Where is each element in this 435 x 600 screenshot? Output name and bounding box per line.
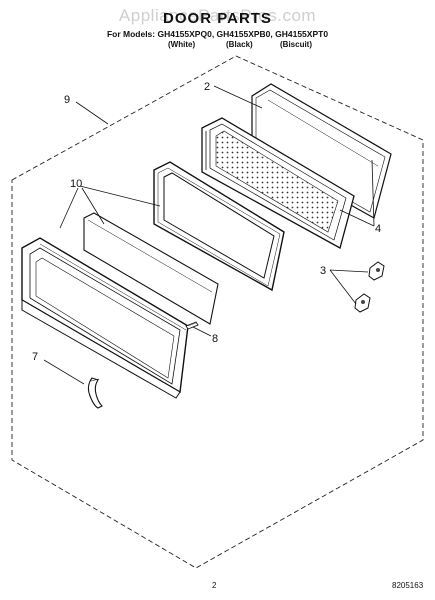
document-number: 8205163	[392, 581, 424, 590]
color-black-label: (Black)	[226, 40, 253, 49]
callout-7: 7	[32, 351, 38, 363]
color-biscuit-label: (Biscuit)	[280, 40, 312, 49]
callout-8: 8	[212, 333, 218, 345]
callout-4: 4	[375, 223, 381, 235]
page-number: 2	[212, 581, 217, 590]
callout-3: 3	[320, 265, 326, 277]
door-hinge-lower	[354, 293, 371, 313]
door-hinge-upper	[368, 261, 385, 281]
screw-part	[185, 321, 199, 330]
leader-lines	[43, 85, 375, 385]
page-title: DOOR PARTS	[163, 10, 272, 27]
inner-door-panel	[201, 117, 355, 249]
model-list: For Models: GH4155XPQ0, GH4155XPB0, GH41…	[106, 29, 329, 39]
outer-door-frame	[21, 237, 189, 399]
choke-frame	[153, 161, 285, 292]
watermark: AppliancePartsPros.com	[118, 6, 317, 25]
callout-2: 2	[204, 81, 210, 93]
callout-10: 10	[70, 178, 82, 190]
door-glass-pane	[83, 212, 219, 325]
door-handle	[87, 377, 103, 409]
color-white-label: (White)	[168, 40, 196, 49]
callout-9: 9	[64, 94, 70, 106]
assembly-boundary	[11, 55, 424, 569]
